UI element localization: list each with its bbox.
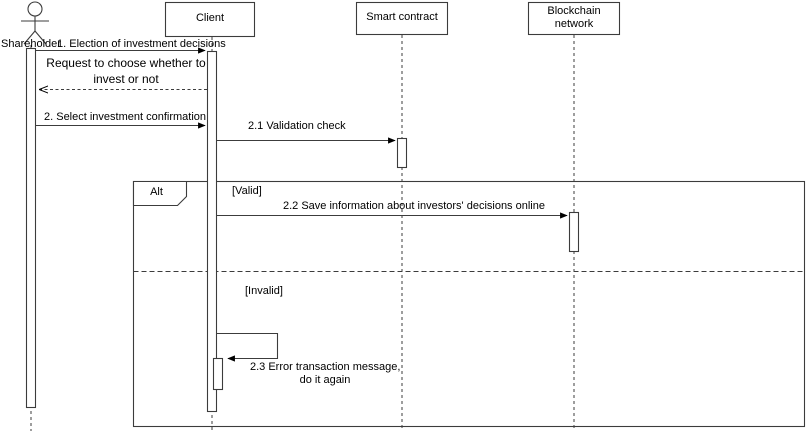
message-label-request-line2: invest or not (93, 72, 159, 86)
alt-fragment (132, 180, 806, 428)
activation-bar-shareholder (25, 47, 37, 409)
activation-bar-smart-contract (396, 137, 408, 169)
message-label-2-3-line1: 2.3 Error transaction message, (250, 361, 401, 373)
participant-box-client (164, 1, 256, 38)
activation-bar-client-nested (212, 357, 224, 391)
alt-guard-invalid: [Invalid] (245, 285, 283, 297)
message-label-request-return: Request to choose whether to invest or n… (36, 55, 216, 87)
alt-guard-valid: [Valid] (232, 185, 262, 197)
participant-label-blockchain-line2: network (554, 18, 594, 30)
message-label-2-1: 2.1 Validation check (248, 120, 346, 132)
participant-box-smart-contract (355, 1, 449, 36)
alt-fragment-border (132, 180, 806, 428)
message-label-2-2: 2.2 Save information about investors' de… (283, 200, 545, 212)
message-arrow-2-3-self (217, 332, 279, 362)
message-label-2: 2. Select investment confirmation (44, 111, 207, 123)
participant-label-shareholder: Shareholder (1, 38, 61, 50)
participant-label-blockchain-network: Blockchain network (528, 5, 620, 31)
message-label-2-3: 2.3 Error transaction message, do it aga… (250, 361, 400, 387)
alt-fragment-operator-label: Alt (150, 186, 163, 198)
activation-bar-blockchain-network (568, 211, 580, 253)
participant-label-smart-contract: Smart contract (366, 11, 438, 23)
message-label-request-line1: Request to choose whether to (46, 56, 206, 70)
participant-box-blockchain-network (527, 1, 621, 36)
message-label-1: 1. Election of investment decisions (57, 38, 226, 50)
alt-fragment-tag (132, 180, 188, 207)
participant-label-client: Client (195, 12, 225, 24)
message-label-2-3-line2: do it again (299, 374, 351, 386)
activation-bar-client (206, 50, 218, 413)
actor-shareholder-figure (21, 1, 49, 45)
participant-label-blockchain-line1: Blockchain (547, 5, 601, 17)
